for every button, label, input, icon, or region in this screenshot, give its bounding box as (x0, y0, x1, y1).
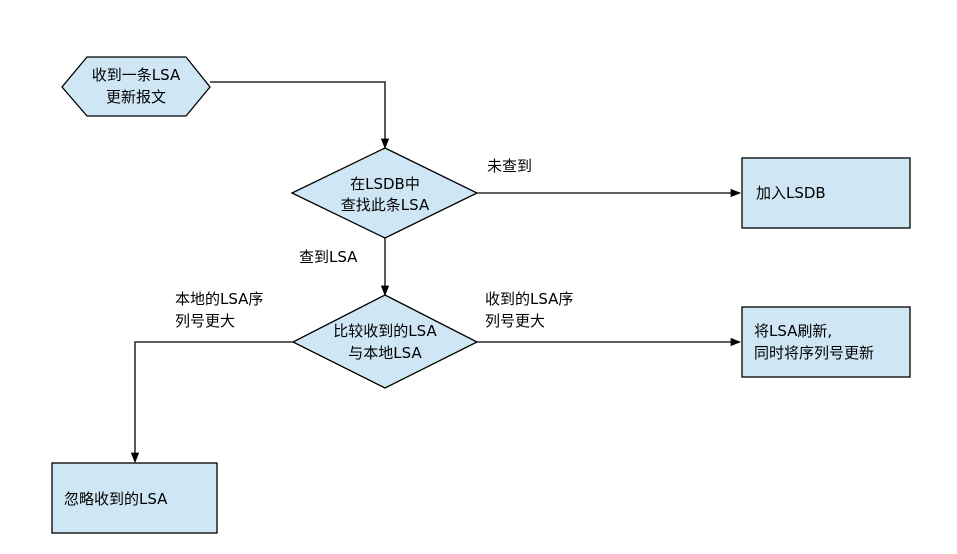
lookup-decision-line2: 查找此条LSA (341, 196, 430, 214)
start-node-line2: 更新报文 (106, 88, 166, 106)
edge-compare-to-ignore (130, 341, 293, 464)
compare-decision-line1: 比较收到的LSA (333, 322, 437, 340)
add-lsdb-box (741, 157, 911, 229)
start-node-line1: 收到一条LSA (92, 66, 181, 84)
edge-label-received-larger-line1: 收到的LSA序 (485, 290, 573, 308)
start-node-shape (61, 56, 211, 117)
add-lsdb-label: 加入LSDB (756, 184, 826, 202)
compare-decision-shape (291, 294, 479, 389)
lookup-decision-shape (290, 147, 479, 239)
refresh-lsa-line1: 将LSA刷新, (754, 322, 832, 340)
edge-label-local-larger-line2: 列号更大 (175, 312, 235, 330)
edge-start-to-lookup (210, 81, 390, 150)
edge-label-local-larger-line1: 本地的LSA序 (175, 290, 263, 308)
ignore-lsa-box (51, 462, 218, 534)
lookup-decision-line1: 在LSDB中 (350, 175, 420, 193)
refresh-lsa-box (741, 306, 911, 378)
compare-decision-line2: 与本地LSA (348, 344, 422, 362)
edge-label-received-larger-line2: 列号更大 (485, 312, 545, 330)
ignore-lsa-label: 忽略收到的LSA (64, 490, 168, 508)
edge-label-found: 查到LSA (299, 248, 358, 266)
refresh-lsa-line2: 同时将序列号更新 (754, 344, 874, 362)
edge-label-not-found: 未查到 (487, 157, 532, 175)
